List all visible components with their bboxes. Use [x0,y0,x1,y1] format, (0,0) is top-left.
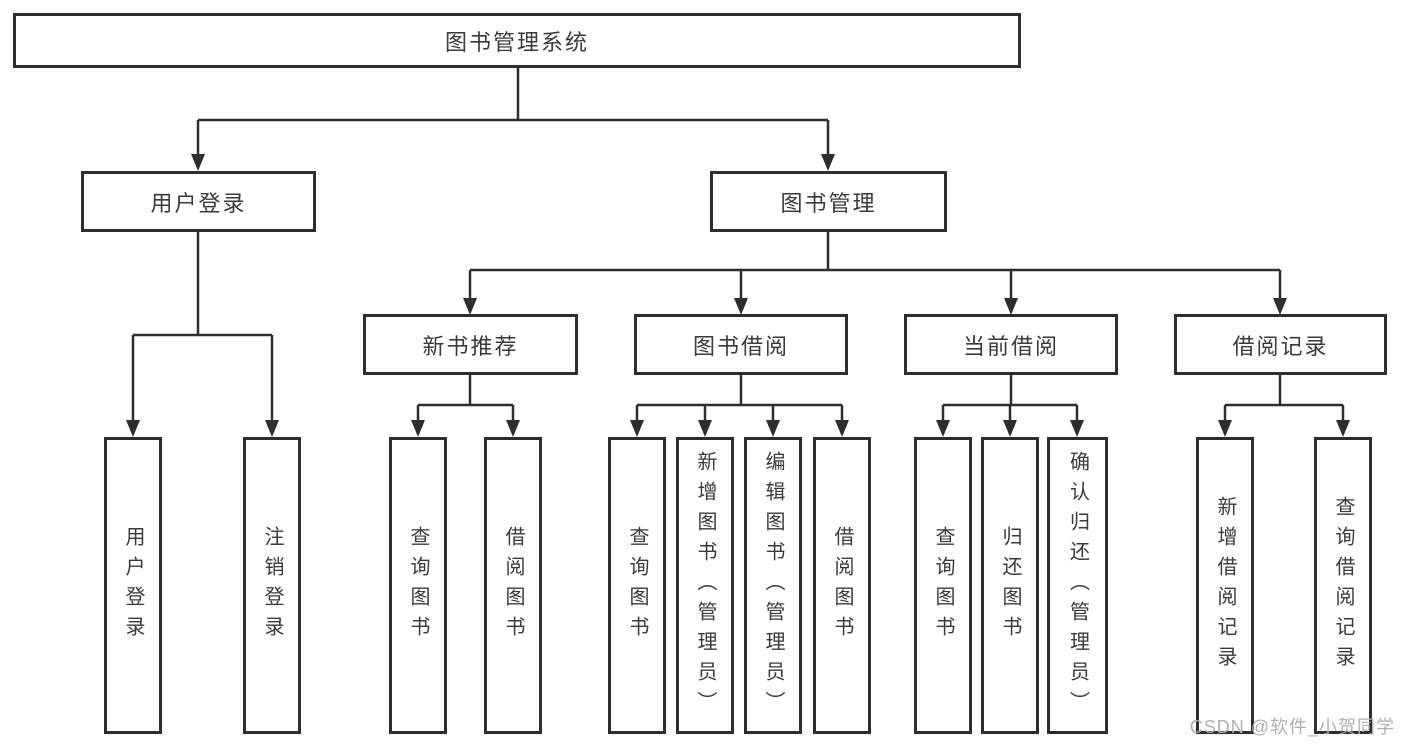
arrow-down-icon [506,420,520,437]
node-label: 借阅图书 [502,525,524,646]
leaf-logout: 注销登录 [243,437,301,734]
csdn-watermark: CSDN @软件_小贺同学 [1189,717,1395,737]
node-label: 注销登录 [261,525,283,646]
node-label: 新增借阅记录 [1214,495,1236,676]
arrow-down-icon [411,420,425,437]
node-user-login: 用户登录 [81,171,316,232]
leaf-add-borrow-record: 新增借阅记录 [1196,437,1254,734]
node-label: 用户登录 [122,525,144,646]
node-label: 新增图书（管理员） [694,450,716,721]
leaf-user-login: 用户登录 [104,437,162,734]
arrow-down-icon [698,420,712,437]
node-current-borrowing: 当前借阅 [904,314,1118,375]
leaf-confirm-return-admin: 确认归还（管理员） [1047,437,1108,734]
node-label: 确认归还（管理员） [1066,450,1089,721]
node-label: 查询图书 [932,525,954,646]
arrow-down-icon [835,420,849,437]
arrow-down-icon [1336,420,1350,437]
leaf-query-books-recommend: 查询图书 [389,437,447,734]
node-label: 新书推荐 [422,333,519,359]
node-book-borrowing: 图书借阅 [634,314,848,375]
arrow-down-icon [630,420,644,437]
arrowhead-icons [126,154,1350,437]
arrow-down-icon [463,298,477,315]
leaf-query-books-borrow: 查询图书 [608,437,666,734]
arrow-down-icon [126,420,140,437]
arrow-down-icon [766,420,780,437]
node-book-management: 图书管理 [710,171,947,232]
node-label: 归还图书 [999,525,1021,646]
node-label: 用户登录 [150,190,247,216]
node-library-management-system: 图书管理系统 [13,13,1021,68]
arrow-down-icon [1218,420,1232,437]
node-label: 编辑图书（管理员） [762,450,784,721]
node-label: 借阅记录 [1232,333,1329,359]
node-label: 查询图书 [626,525,648,646]
node-label: 查询借阅记录 [1332,495,1354,676]
arrow-down-icon [265,420,279,437]
arrow-down-icon [1070,420,1084,437]
leaf-return-book: 归还图书 [981,437,1039,734]
leaf-add-book-admin: 新增图书（管理员） [676,437,734,734]
node-borrowing-records: 借阅记录 [1174,314,1387,375]
arrow-down-icon [1004,298,1018,315]
node-label: 查询图书 [407,525,429,646]
node-label: 图书管理 [780,190,877,216]
node-label: 图书管理系统 [444,29,589,55]
leaf-query-books-current: 查询图书 [914,437,972,734]
arrow-down-icon [734,298,748,315]
leaf-edit-book-admin: 编辑图书（管理员） [744,437,802,734]
arrow-down-icon [821,154,835,171]
leaf-borrow-books: 借阅图书 [813,437,871,734]
arrow-down-icon [936,420,950,437]
node-label: 借阅图书 [831,525,853,646]
node-label: 当前借阅 [962,333,1059,359]
arrow-down-icon [1003,420,1017,437]
node-label: 图书借阅 [692,333,789,359]
leaf-query-borrow-record: 查询借阅记录 [1314,437,1372,734]
node-new-book-recommendation: 新书推荐 [363,314,578,375]
arrow-down-icon [1273,298,1287,315]
arrow-down-icon [191,154,205,171]
leaf-borrow-books-recommend: 借阅图书 [484,437,542,734]
